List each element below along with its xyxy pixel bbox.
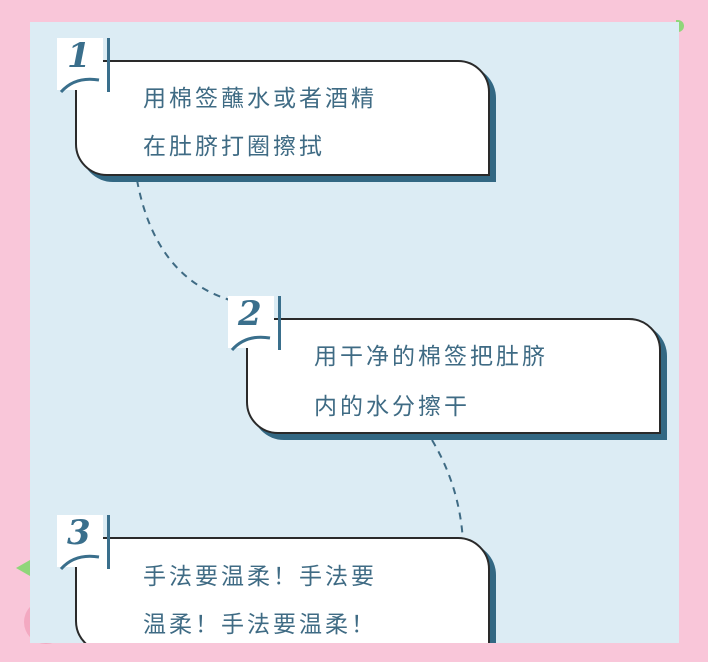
- dashed-connector-2-3: [431, 439, 464, 543]
- step-number: 2: [238, 294, 262, 334]
- steps-panel: 用棉签蘸水或者酒精 在肚脐打圈擦拭 1 用干净的棉签把肚脐 内的水分擦干 2 手…: [30, 22, 679, 643]
- decorative-shape: [676, 20, 684, 32]
- step-1-line-2: 在肚脐打圈擦拭: [143, 134, 325, 160]
- step-3-line-2: 温柔！手法要温柔！: [143, 612, 377, 638]
- step-card-3: 手法要温柔！手法要 温柔！手法要温柔！: [75, 537, 490, 643]
- decorative-triangle: [16, 560, 30, 576]
- dashed-connector-1-2: [136, 179, 231, 301]
- step-card-2: 用干净的棉签把肚脐 内的水分擦干: [246, 318, 661, 434]
- step-3-line-1: 手法要温柔！手法要: [143, 564, 377, 590]
- step-number-badge-3: 3: [57, 513, 110, 571]
- step-1-line-1: 用棉签蘸水或者酒精: [143, 86, 377, 112]
- connector-lines: [136, 179, 464, 543]
- step-card-1: 用棉签蘸水或者酒精 在肚脐打圈擦拭: [75, 60, 490, 176]
- step-number-badge-1: 1: [57, 36, 110, 94]
- step-2-line-2: 内的水分擦干: [314, 394, 470, 420]
- step-2-line-1: 用干净的棉签把肚脐: [314, 344, 548, 370]
- step-number: 1: [67, 36, 91, 76]
- step-number-badge-2: 2: [228, 294, 281, 352]
- step-number: 3: [67, 513, 91, 553]
